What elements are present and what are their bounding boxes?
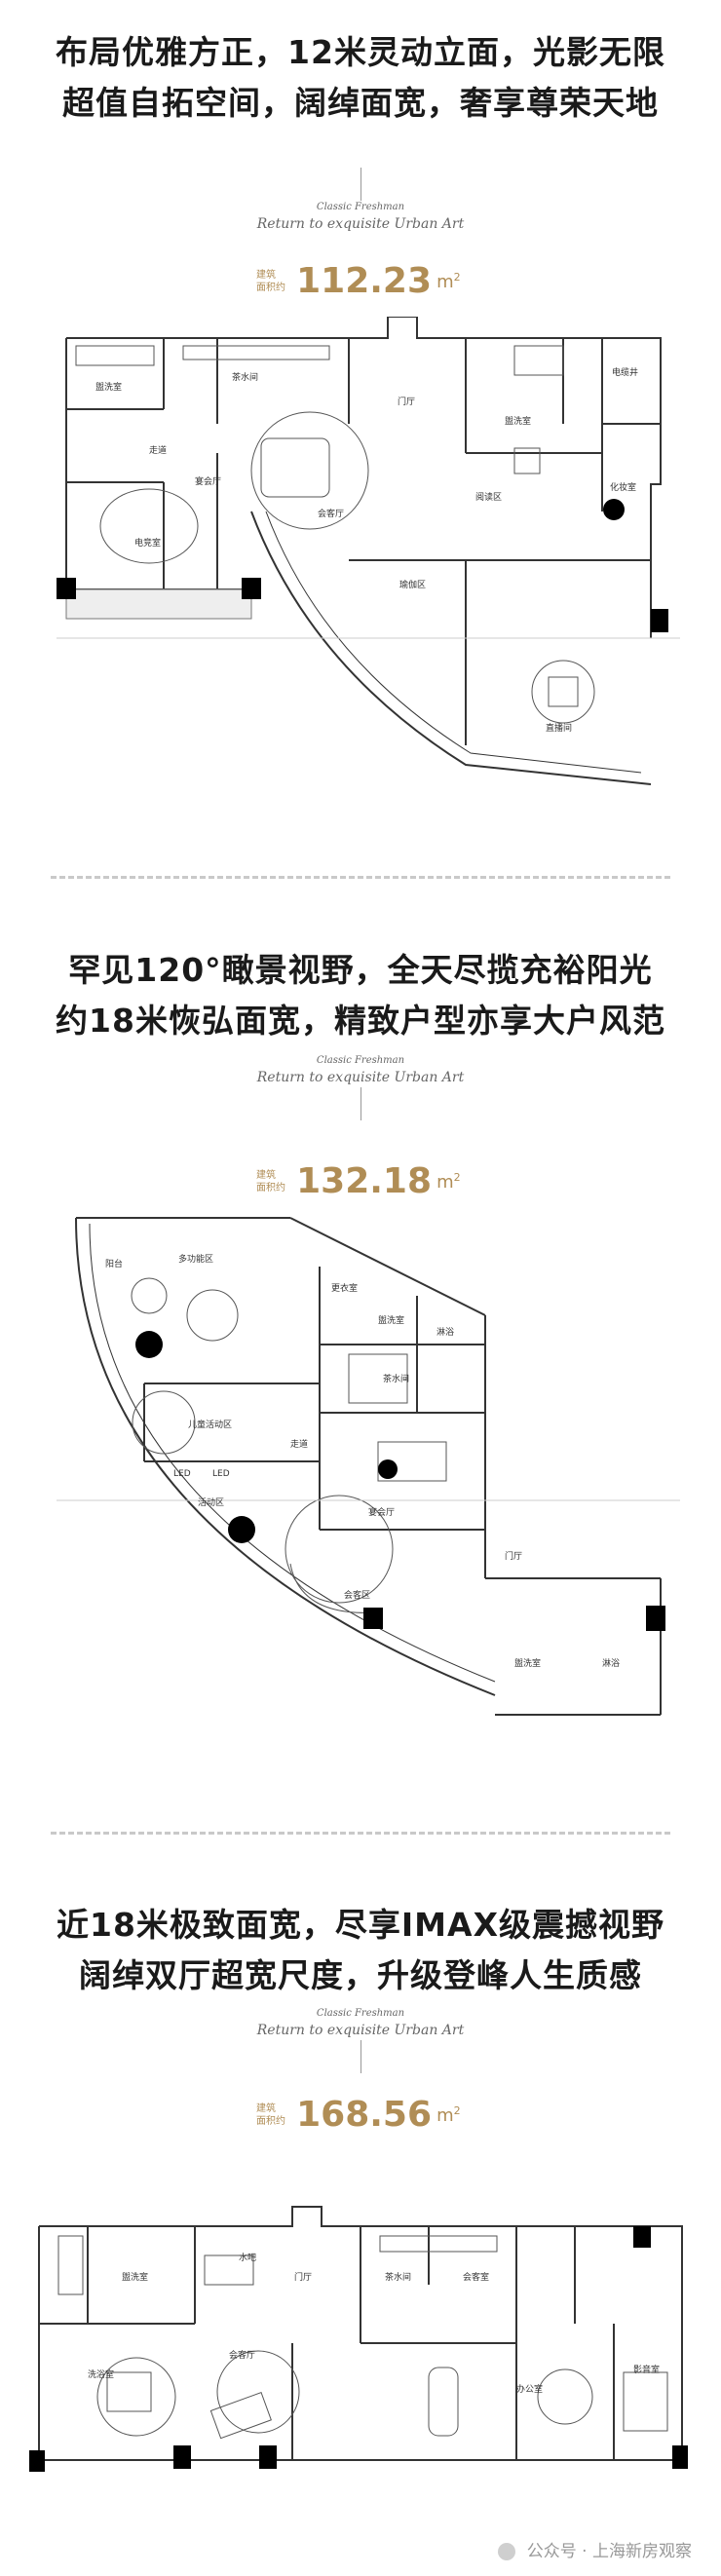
room-label: LED <box>173 1469 191 1479</box>
tagline-main: Return to exquisite Urban Art <box>256 216 465 232</box>
area-value: 168.56 <box>296 2095 433 2135</box>
room-label: 盥洗室 <box>122 2271 148 2283</box>
tagline-main: Return to exquisite Urban Art <box>256 2023 465 2038</box>
section2-headline-line2: 约18米恢弘面宽，精致户型亦享大户风范 <box>56 1002 665 1040</box>
room-label: 盥洗室 <box>378 1314 404 1326</box>
area-value: 112.23 <box>296 261 433 301</box>
tagline-rule <box>360 1087 361 1120</box>
room-label: 多功能区 <box>178 1253 213 1265</box>
area-label: 建筑面积约 <box>256 2102 285 2127</box>
section2-tagline: Classic Freshman Return to exquisite Urb… <box>0 1054 721 1120</box>
room-label: 会客区 <box>344 1589 370 1601</box>
tagline-small: Classic Freshman <box>316 202 405 212</box>
room-label: 水吧 <box>239 2252 256 2263</box>
section2-floor-plan: 阳台 多功能区 更衣室 盥洗室 淋浴 儿童活动区 走道 茶水间 LED LED … <box>57 1208 680 1793</box>
room-label: 会客厅 <box>229 2349 255 2361</box>
room-label: 门厅 <box>294 2271 312 2283</box>
room-label: 电竞室 <box>134 537 161 549</box>
room-label: 走道 <box>290 1438 308 1450</box>
room-label: 茶水间 <box>383 1373 409 1384</box>
section3-headline-line2: 阔绰双厅超宽尺度，升级登峰人生质感 <box>79 1956 642 1994</box>
section2-area: 建筑面积约 132.18 m2 <box>256 1161 461 1201</box>
room-label: 门厅 <box>398 396 415 407</box>
room-label: 办公室 <box>516 2383 543 2395</box>
area-unit: m2 <box>436 1170 461 1193</box>
room-label: 茶水间 <box>232 371 258 383</box>
section-divider <box>51 876 670 879</box>
section3-headline-line1: 近18米极致面宽，尽享IMAX级震撼视野 <box>56 1906 665 1944</box>
room-label: LED <box>212 1469 230 1479</box>
room-label: 盥洗室 <box>514 1657 541 1669</box>
room-label: 电缆井 <box>612 366 638 378</box>
room-label: 活动区 <box>198 1496 224 1508</box>
section2-headline: 罕见120°瞰景视野，全天尽揽充裕阳光 约18米恢弘面宽，精致户型亦享大户风范 <box>0 945 721 1046</box>
tagline-rule <box>360 168 361 201</box>
room-label: 直播间 <box>546 722 572 734</box>
room-label: 会客室 <box>463 2271 489 2283</box>
tagline-small: Classic Freshman <box>316 2008 405 2019</box>
section3-area: 建筑面积约 168.56 m2 <box>256 2095 461 2135</box>
section1-tagline: Classic Freshman Return to exquisite Urb… <box>0 168 721 234</box>
wechat-icon <box>498 2543 516 2560</box>
area-unit: m2 <box>436 2103 461 2126</box>
room-label: 盥洗室 <box>505 415 531 427</box>
room-label: 茶水间 <box>385 2271 411 2283</box>
tagline-rule <box>360 2040 361 2073</box>
room-label: 走道 <box>149 444 167 456</box>
room-label: 洗浴室 <box>88 2368 114 2380</box>
tagline-small: Classic Freshman <box>316 1055 405 1066</box>
section2-headline-line1: 罕见120°瞰景视野，全天尽揽充裕阳光 <box>68 951 653 989</box>
section3-tagline: Classic Freshman Return to exquisite Urb… <box>0 2007 721 2073</box>
area-value: 132.18 <box>296 1161 433 1201</box>
room-label: 阳台 <box>105 1258 123 1269</box>
section1-headline: 布局优雅方正，12米灵动立面，光影无限 超值自拓空间，阔绰面宽，奢享尊荣天地 <box>0 27 721 129</box>
section3-headline: 近18米极致面宽，尽享IMAX级震撼视野 阔绰双厅超宽尺度，升级登峰人生质感 <box>0 1900 721 2001</box>
section-divider <box>51 1832 670 1835</box>
room-label: 化妆室 <box>610 481 636 493</box>
room-label: 盥洗室 <box>95 381 122 393</box>
area-label: 建筑面积约 <box>256 269 285 293</box>
section1-area: 建筑面积约 112.23 m2 <box>256 261 461 301</box>
room-label: 更衣室 <box>331 1282 358 1294</box>
room-label: 淋浴 <box>436 1326 454 1338</box>
room-label: 瑜伽区 <box>399 579 426 590</box>
section1-floor-plan: 盥洗室 茶水间 门厅 盥洗室 电缆井 走道 宴会厅 会客厅 阅读区 化妆室 电竞… <box>57 317 680 823</box>
section3-floor-plan: 水吧 门厅 茶水间 会客室 盥洗室 洗浴室 会客厅 办公室 影音室 <box>29 2197 692 2509</box>
footer-watermark: 公众号 · 上海新房观察 <box>498 2537 692 2561</box>
footer-prefix: 公众号 · <box>526 2542 592 2561</box>
area-label: 建筑面积约 <box>256 1169 285 1193</box>
section1-headline-line1: 布局优雅方正，12米灵动立面，光影无限 <box>56 33 665 71</box>
room-label: 儿童活动区 <box>188 1419 232 1430</box>
room-label: 会客厅 <box>318 508 344 519</box>
room-label: 影音室 <box>633 2364 660 2375</box>
footer-account: 上海新房观察 <box>592 2542 692 2561</box>
room-label: 淋浴 <box>602 1657 620 1669</box>
room-label: 宴会厅 <box>368 1506 395 1518</box>
room-label: 阅读区 <box>475 491 502 503</box>
room-label: 门厅 <box>505 1550 522 1562</box>
tagline-main: Return to exquisite Urban Art <box>256 1070 465 1085</box>
room-label: 宴会厅 <box>195 475 221 487</box>
section1-headline-line2: 超值自拓空间，阔绰面宽，奢享尊荣天地 <box>62 84 659 122</box>
area-unit: m2 <box>436 270 461 292</box>
